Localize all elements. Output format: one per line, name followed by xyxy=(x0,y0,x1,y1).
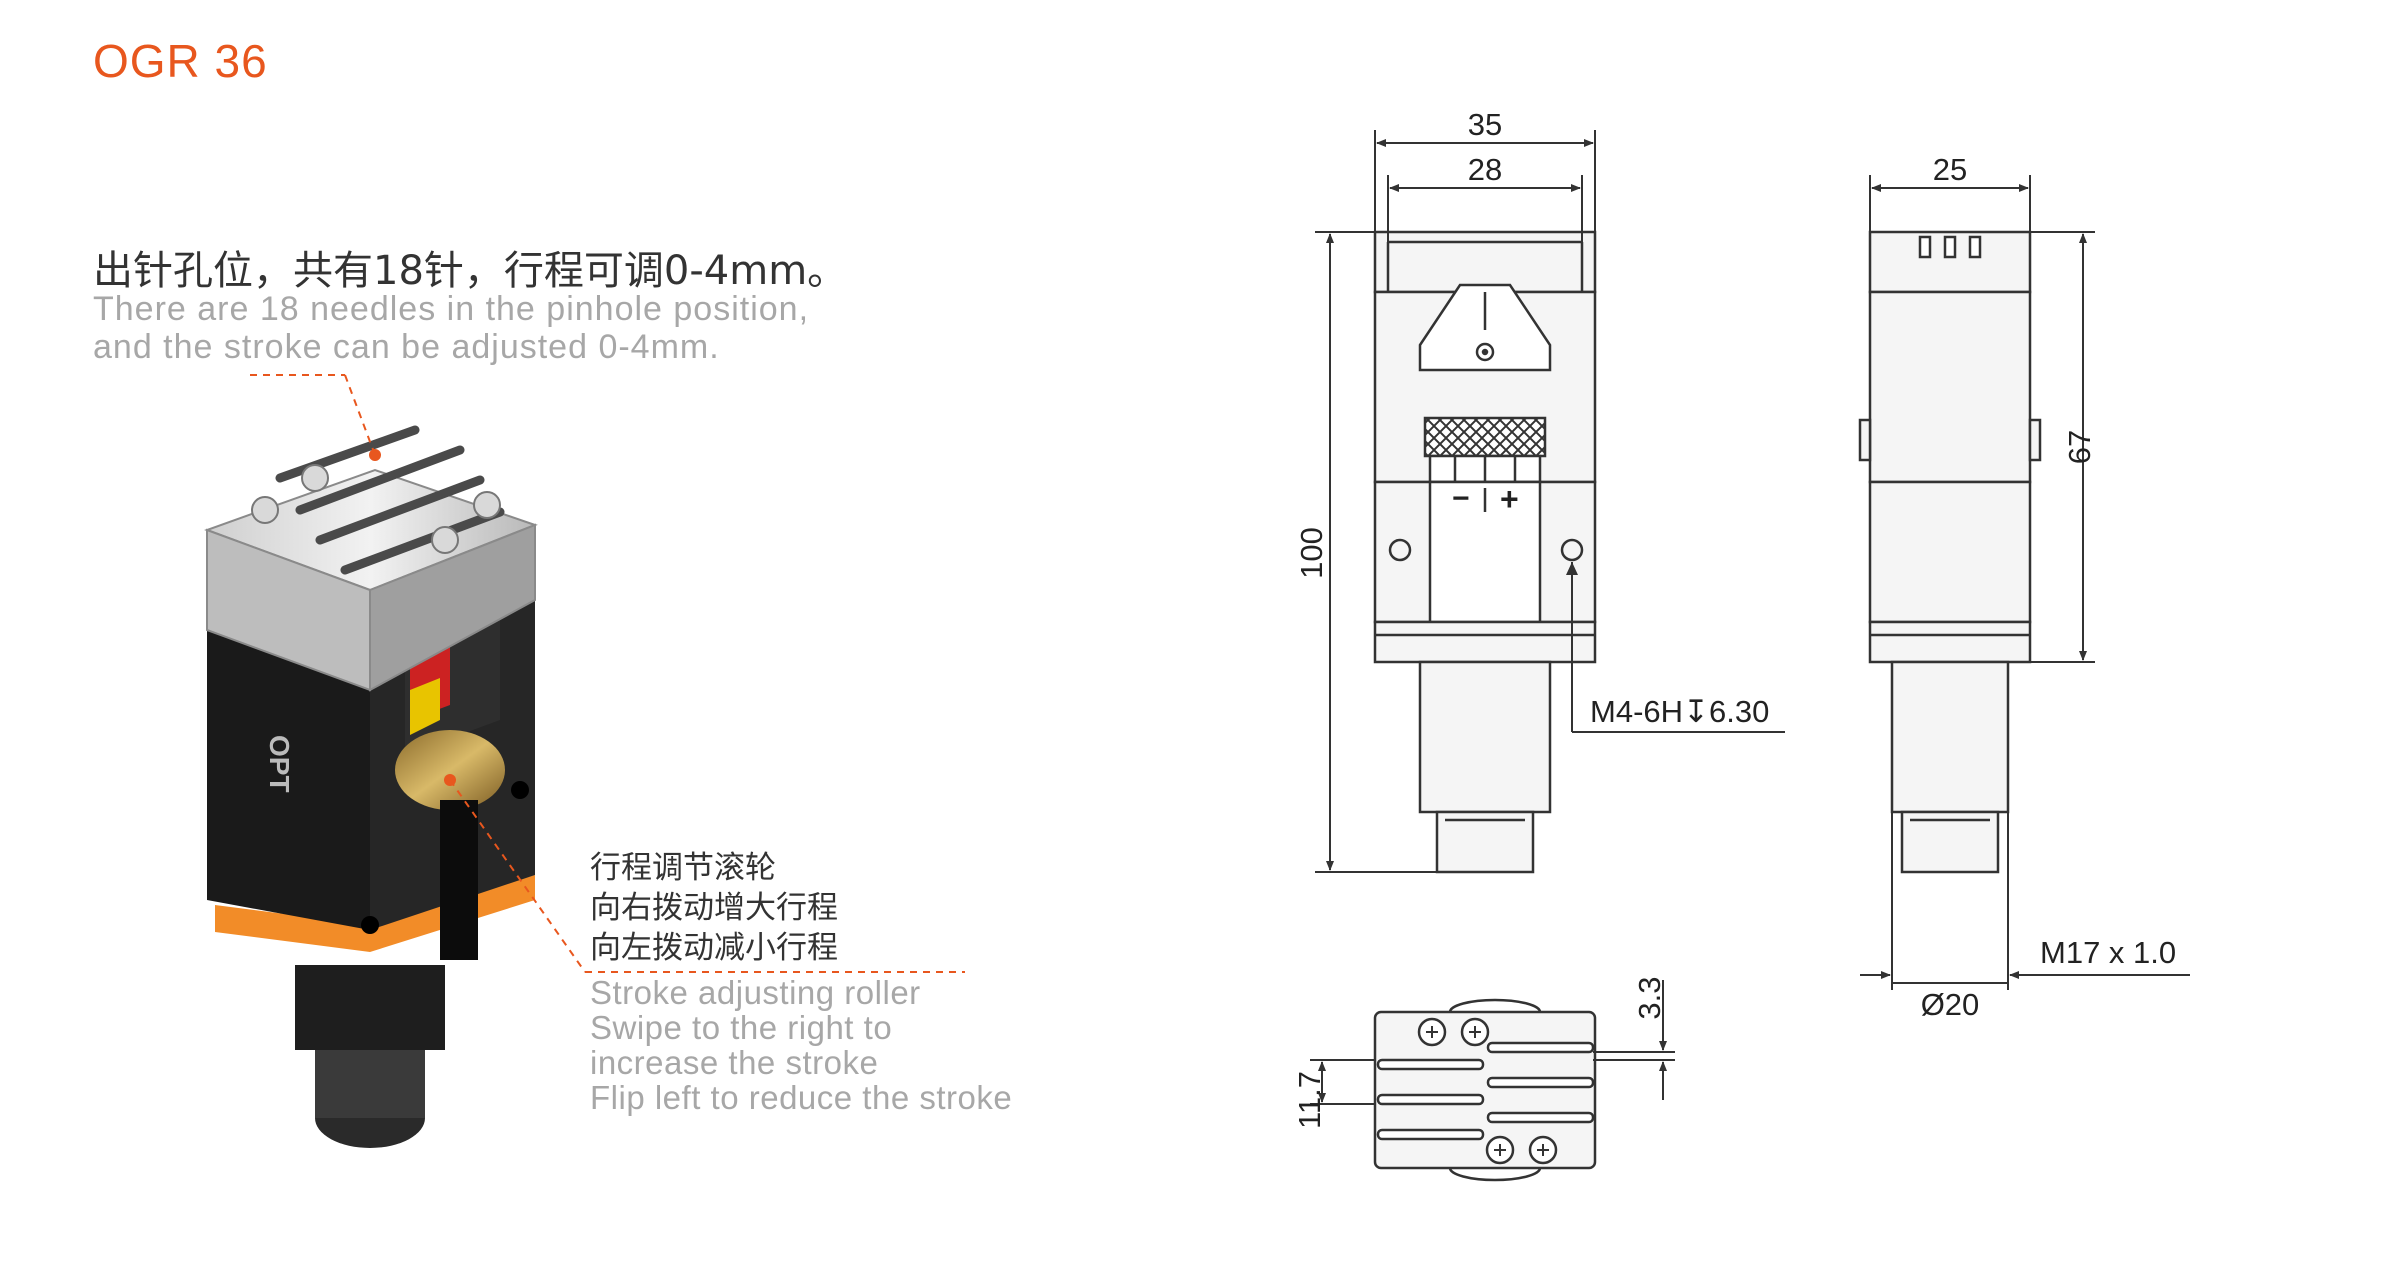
brand-logo: OPT xyxy=(264,735,295,793)
thread-callout-front: M4-6H↧6.30 xyxy=(1590,694,1769,729)
dim-inner-width: 28 xyxy=(1468,152,1502,187)
intro-cn: 出针孔位，共有18针，行程可调0-4mm。 xyxy=(93,248,848,294)
roller-cn-line-2: 向右拨动增大行程 xyxy=(590,890,838,926)
side-dimension-lines xyxy=(1860,175,2190,990)
intro-en: There are 18 needles in the pinhole posi… xyxy=(93,290,809,366)
dim-slot-gap: 3.3 xyxy=(1632,976,1667,1019)
dim-diameter: Ø20 xyxy=(1921,987,1980,1022)
roller-en-line-2: Swipe to the right to xyxy=(590,1009,893,1046)
side-view xyxy=(1858,230,2042,874)
roller-note-cn: 行程调节滚轮 向右拨动增大行程 向左拨动减小行程 xyxy=(590,848,838,968)
dim-height: 100 xyxy=(1294,527,1329,579)
product-title: OGR 36 xyxy=(93,35,268,87)
top-dimension-lines xyxy=(1310,980,1675,1105)
dim-side-height: 67 xyxy=(2062,430,2097,464)
roller-en-line-1: Stroke adjusting roller xyxy=(590,974,921,1011)
top-screw-crosses xyxy=(1426,1026,1549,1156)
front-dimension-lines xyxy=(1315,130,1785,873)
stroke-minus-label: − xyxy=(1452,482,1470,515)
intro-en-line-1: There are 18 needles in the pinhole posi… xyxy=(93,290,810,328)
roller-note-en: Stroke adjusting roller Swipe to the rig… xyxy=(590,975,1012,1115)
roller-en-line-4: Flip left to reduce the stroke xyxy=(590,1079,1013,1116)
front-view xyxy=(1373,230,1597,874)
leader-lines xyxy=(250,374,965,973)
dim-slot-pitch: 11.7 xyxy=(1292,1071,1327,1129)
roller-cn-line-1: 行程调节滚轮 xyxy=(590,850,776,886)
top-view xyxy=(1373,998,1597,1182)
intro-en-line-2: and the stroke can be adjusted 0-4mm. xyxy=(93,328,720,366)
stroke-plus-label: + xyxy=(1500,481,1519,517)
thread-callout-side: M17 x 1.0 xyxy=(2040,935,2176,970)
roller-en-line-3: increase the stroke xyxy=(590,1044,879,1081)
roller-cn-line-3: 向左拨动减小行程 xyxy=(590,930,838,966)
dim-overall-width: 35 xyxy=(1468,107,1502,142)
dim-side-width: 25 xyxy=(1933,152,1967,187)
product-illustration: OPT xyxy=(204,425,538,1148)
